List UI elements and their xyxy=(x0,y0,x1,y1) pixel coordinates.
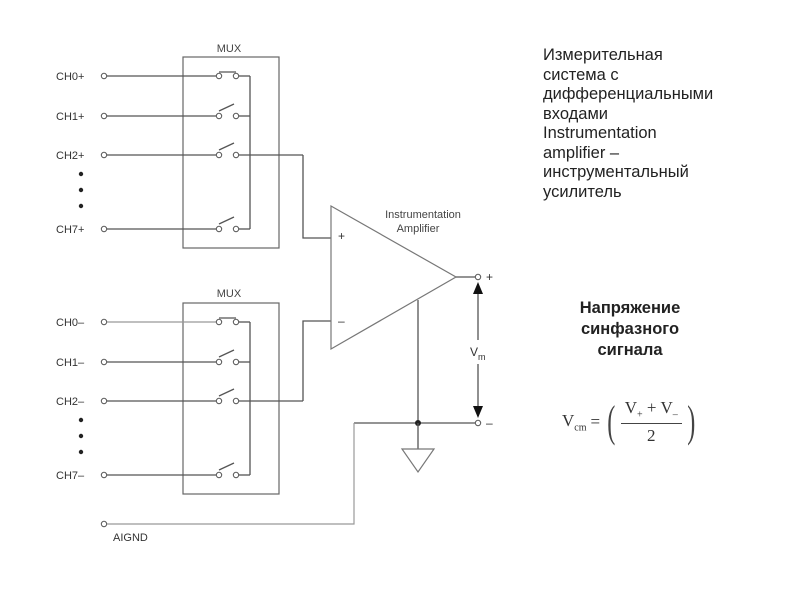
wire-to-minus-input xyxy=(302,320,331,401)
amplifier-minus-sign: – xyxy=(338,314,345,328)
switch-open xyxy=(218,462,235,471)
left-paren: ( xyxy=(607,397,616,446)
switch-open xyxy=(218,216,235,225)
output-plus-terminal[interactable] xyxy=(474,273,482,281)
ellipsis-dot xyxy=(78,203,84,209)
switch-contact xyxy=(232,112,240,120)
input-terminal[interactable] xyxy=(100,397,108,405)
vm-label: Vm xyxy=(470,345,486,362)
description-line: дифференциальными xyxy=(543,85,714,103)
wire-to-plus-input xyxy=(302,155,331,239)
description-text: Измерительная система с дифференциальным… xyxy=(543,46,783,202)
switch-contact xyxy=(232,151,240,159)
switch-contact xyxy=(215,397,223,405)
ground-icon xyxy=(400,448,436,474)
fraction-numerator: V+ + V– xyxy=(620,398,682,424)
amplifier-label-line1: Instrumentation xyxy=(385,209,461,221)
mux-top-channel-1: CH1+ xyxy=(56,103,250,123)
channel-label: CH1– xyxy=(56,357,85,369)
switch-open xyxy=(218,103,235,112)
title-line: синфазного xyxy=(580,320,680,338)
input-terminal[interactable] xyxy=(100,72,108,80)
description-line: система с xyxy=(543,65,619,84)
switch-open xyxy=(218,142,235,151)
description-line: amplifier – xyxy=(543,143,620,162)
description-line: усилитель xyxy=(543,182,622,201)
mux-bottom-box xyxy=(182,302,280,495)
mux-bottom-channel-0: CH0– xyxy=(56,317,250,329)
input-terminal[interactable] xyxy=(100,151,108,159)
channel-label: CH7– xyxy=(56,470,85,482)
description-line: Instrumentation xyxy=(543,124,657,142)
input-terminal[interactable] xyxy=(100,471,108,479)
common-mode-title: Напряжение синфазного сигнала xyxy=(540,298,720,361)
formula-lhs: Vcm xyxy=(562,410,587,434)
input-terminal[interactable] xyxy=(100,112,108,120)
switch-open xyxy=(218,349,235,358)
vm-arrow-down-icon xyxy=(473,406,483,418)
switch-contact xyxy=(232,397,240,405)
ellipsis-dot xyxy=(78,187,84,193)
switch-contact xyxy=(232,72,240,80)
mux-bottom-channel-7: CH7– xyxy=(56,462,250,482)
channel-label: CH7+ xyxy=(56,224,84,236)
switch-contact xyxy=(215,151,223,159)
aignd-terminal[interactable] xyxy=(100,520,108,528)
mux-top-channel-7: CH7+ xyxy=(56,216,250,236)
aignd-label: AIGND xyxy=(113,532,148,544)
common-mode-formula: Vcm = ( V+ + V– 2 ) xyxy=(562,392,698,452)
channel-label: CH1+ xyxy=(56,111,84,123)
switch-contact xyxy=(232,318,240,326)
input-terminal[interactable] xyxy=(100,358,108,366)
amplifier-label-line2: Amplifier xyxy=(397,223,440,235)
switch-contact xyxy=(232,358,240,366)
description-line: инструментальный xyxy=(543,163,689,181)
ellipsis-dot xyxy=(78,433,84,439)
switch-open xyxy=(218,388,235,397)
amplifier-plus-sign: + xyxy=(338,229,345,243)
switch-contact xyxy=(232,225,240,233)
mux-top-label: MUX xyxy=(217,43,242,55)
instrumentation-amplifier-symbol xyxy=(330,204,458,351)
switch-contact xyxy=(215,318,223,326)
switch-contact xyxy=(215,72,223,80)
output-plus-label: + xyxy=(486,270,493,284)
right-paren: ) xyxy=(687,397,696,446)
input-terminal[interactable] xyxy=(100,318,108,326)
ellipsis-dot xyxy=(78,417,84,423)
mux-bottom-channel-2: CH2– xyxy=(56,388,303,408)
output-minus-terminal[interactable] xyxy=(474,419,482,427)
switch-contact xyxy=(215,471,223,479)
switch-contact xyxy=(215,225,223,233)
mux-top-channel-2: CH2+ xyxy=(56,142,303,162)
input-terminal[interactable] xyxy=(100,225,108,233)
description-line: Измерительная xyxy=(543,46,663,64)
title-line: Напряжение xyxy=(579,299,681,317)
mux-bottom-label: MUX xyxy=(217,288,242,300)
channel-label: CH2– xyxy=(56,396,85,408)
switch-contact xyxy=(215,358,223,366)
formula-fraction: V+ + V– 2 xyxy=(620,398,682,445)
switch-contact xyxy=(215,112,223,120)
ellipsis-dot xyxy=(78,171,84,177)
mux-top-box xyxy=(182,56,280,249)
title-line: сигнала xyxy=(597,341,663,359)
channel-label: CH0+ xyxy=(56,71,84,83)
ellipsis-dot xyxy=(78,449,84,455)
fraction-denominator: 2 xyxy=(647,425,656,445)
channel-label: CH2+ xyxy=(56,150,84,162)
switch-contact xyxy=(232,471,240,479)
mux-bottom-channel-1: CH1– xyxy=(56,349,250,369)
vm-arrow-up-icon xyxy=(473,282,483,294)
mux-top-channel-0: CH0+ xyxy=(56,71,250,83)
output-minus-label: – xyxy=(486,416,493,430)
aignd-wire xyxy=(107,423,355,525)
description-line: входами xyxy=(543,104,609,123)
formula-equals: = xyxy=(590,412,601,431)
channel-label: CH0– xyxy=(56,317,85,329)
